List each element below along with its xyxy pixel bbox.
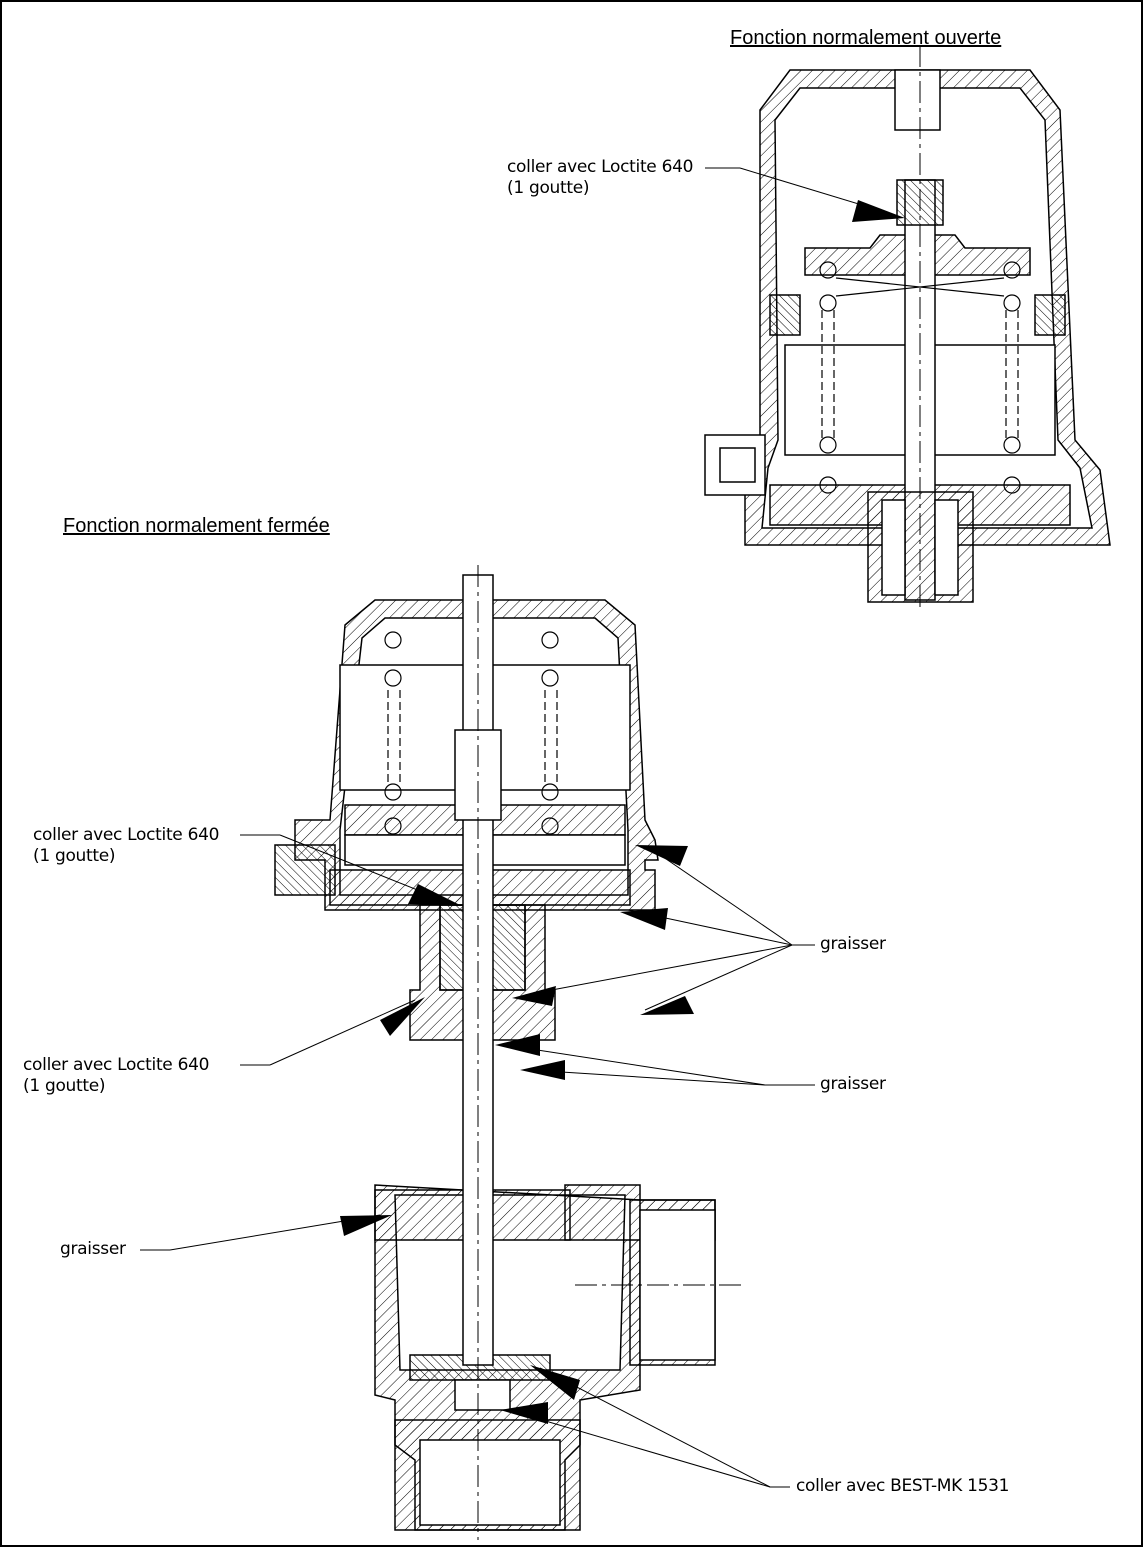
annotation-mid-loctite: coller avec Loctite 640 (1 goutte) (33, 825, 219, 867)
annotation-low-loctite: coller avec Loctite 640 (1 goutte) (23, 1055, 209, 1097)
normally-open-actuator (704, 69, 1111, 603)
annotation-top-loctite: coller avec Loctite 640 (1 goutte) (507, 157, 693, 199)
annotation-best-glue: coller avec BEST-MK 1531 (796, 1476, 1010, 1496)
nc-side-port (274, 844, 336, 896)
annotation-top-loctite-line1: coller avec Loctite 640 (507, 157, 694, 177)
arrowheads (340, 200, 905, 1424)
no-seal-right (1034, 294, 1066, 336)
annotation-grease-upper: graisser (820, 934, 886, 954)
annotation-mid-loctite-line2: (1 goutte) (33, 846, 116, 866)
nc-springs (384, 631, 559, 835)
no-top-port (894, 69, 941, 131)
no-seal-left (769, 294, 801, 336)
annotation-top-loctite-line2: (1 goutte) (507, 178, 590, 198)
annotation-low-loctite-line2: (1 goutte) (23, 1076, 106, 1096)
no-side-fitting (704, 434, 766, 496)
annotation-low-loctite-line1: coller avec Loctite 640 (23, 1055, 210, 1075)
annotation-mid-loctite-line1: coller avec Loctite 640 (33, 825, 220, 845)
heading-normally-open: Fonction normalement ouverte (730, 27, 1002, 49)
annotation-grease-left: graisser (60, 1239, 126, 1259)
no-springs (819, 261, 1021, 494)
annotation-grease-middle: graisser (820, 1074, 886, 1094)
normally-closed-valve (274, 574, 716, 1531)
heading-normally-closed: Fonction normalement fermée (63, 515, 330, 537)
